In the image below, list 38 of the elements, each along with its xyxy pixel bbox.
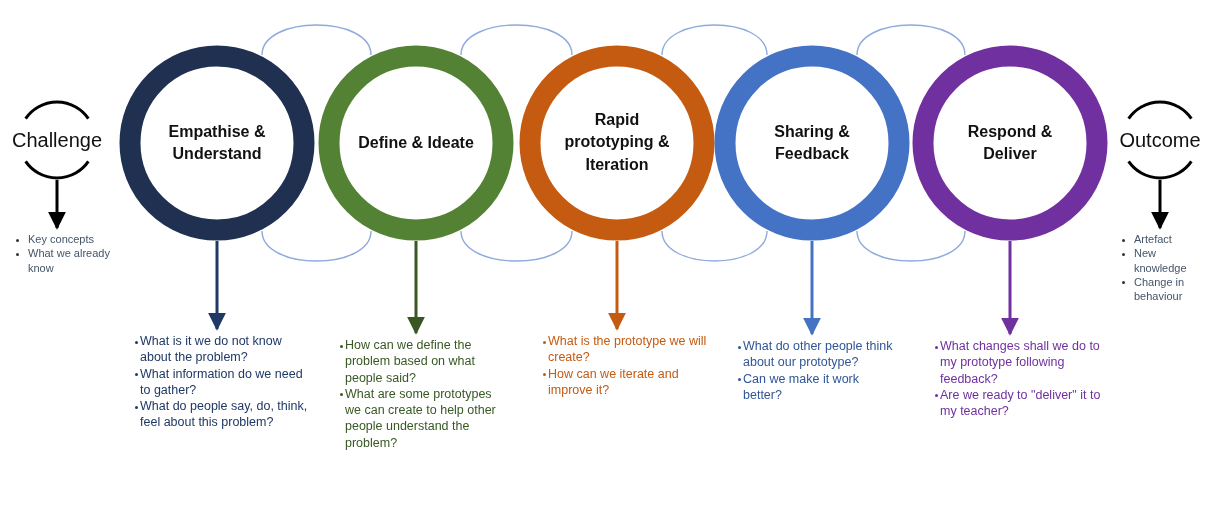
stage-title: Rapid prototyping & Iteration xyxy=(563,110,671,176)
link-arc xyxy=(856,24,966,56)
bullet-text: How can we define the problem based on what people said? xyxy=(345,337,476,386)
stage-title: Define & Ideate xyxy=(357,132,475,153)
bullet-text: What we already know xyxy=(28,246,111,275)
link-arc xyxy=(856,230,966,262)
bullet-text: Are we ready to "deliver" it to my teacher? xyxy=(940,386,1102,420)
bullet-text: New knowledge xyxy=(1134,246,1188,275)
bullet-text: Can we make it work better? xyxy=(743,370,860,403)
arrow xyxy=(208,241,226,331)
stage-label: Outcome xyxy=(1119,128,1201,152)
arrow xyxy=(803,241,821,336)
arrow xyxy=(1151,180,1169,230)
arrow xyxy=(407,241,425,335)
bullet-text: Key concepts xyxy=(28,232,95,247)
link-arc xyxy=(460,24,573,56)
arrow xyxy=(48,180,66,230)
bullet-text: How can we iterate and improve it? xyxy=(548,365,680,398)
stage-title: Respond & Deliver xyxy=(966,121,1054,164)
stage-title: Empathise & Understand xyxy=(167,121,267,164)
stage-label: Challenge xyxy=(11,128,103,152)
bullet-text: What do other people think about our prototype? xyxy=(743,338,894,371)
link-arc xyxy=(661,230,768,262)
bullet-text: What do people say, do, think, feel about this problem? xyxy=(140,398,309,431)
bullet-text: What changes shall we do to my prototype following feedback? xyxy=(940,338,1101,387)
link-arc xyxy=(460,230,573,262)
link-arc xyxy=(661,24,768,56)
bullet-text: Change in behaviour xyxy=(1134,274,1186,304)
bullet-text: Artefact xyxy=(1134,232,1172,247)
bullet-text: What is it we do not know about the problem? xyxy=(140,333,283,366)
bullet-text: What is the prototype we will create? xyxy=(548,333,708,366)
arrow xyxy=(1001,241,1019,336)
link-arc xyxy=(261,230,372,262)
arrow xyxy=(608,241,626,331)
bullet-text: What are some prototypes we can create to help other people understand the problem? xyxy=(345,385,497,451)
link-arc xyxy=(261,24,372,56)
stage-title: Sharing & Feedback xyxy=(773,121,851,164)
bullet-text: What information do we need to gather? xyxy=(140,365,304,398)
